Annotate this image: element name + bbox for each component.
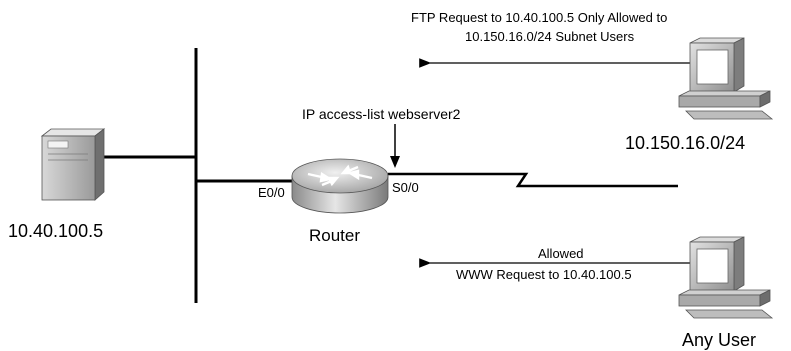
ethernet-interface-label: E0/0 [258, 185, 285, 200]
desktop-computer-icon [678, 37, 774, 120]
router-icon [291, 158, 389, 214]
any-user-computer [678, 236, 774, 319]
any-user-label: Any User [682, 330, 756, 350]
server-address-label: 10.40.100.5 [8, 221, 103, 241]
ftp-flow-label-line1: FTP Request to 10.40.100.5 Only Allowed … [411, 10, 667, 25]
www-flow-description-label: WWW Request to 10.40.100.5 [456, 267, 632, 282]
subnet-host-computer [678, 37, 774, 120]
ftp-flow-label-line2: 10.150.16.0/24 Subnet Users [465, 29, 635, 44]
www-flow-status-label: Allowed [538, 246, 584, 261]
serial-wan-link [388, 172, 678, 188]
desktop-computer-icon [678, 236, 774, 319]
subnet-host-address-label: 10.150.16.0/24 [625, 133, 745, 153]
serial-interface-label: S0/0 [392, 180, 419, 195]
acl-name-label: IP access-list webserver2 [302, 106, 461, 122]
server-tower-icon [40, 128, 106, 201]
router-label: Router [309, 226, 360, 245]
